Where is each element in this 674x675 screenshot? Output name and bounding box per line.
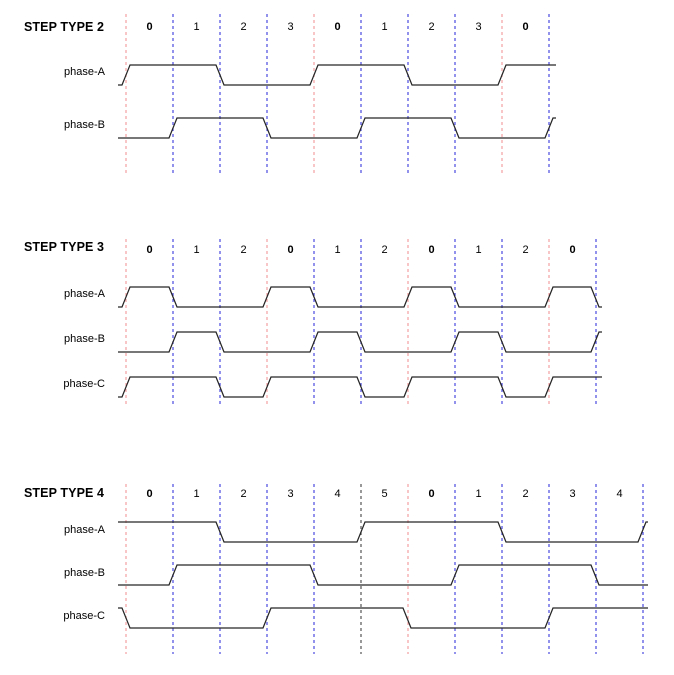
waveform-phase-B [118,117,556,139]
step-number-7: 3 [475,21,482,33]
signal-label-phase-A: phase-A [64,66,105,78]
step-number-3: 0 [287,244,294,256]
waveform-phase-A [118,521,648,543]
diagram-title: STEP TYPE 4 [24,486,105,500]
step-number-0: 0 [146,21,153,33]
step-number-1: 1 [193,21,200,33]
waveform-phase-A [118,286,602,308]
step-number-8: 2 [522,244,529,256]
step-number-2: 2 [240,21,247,33]
step-number-4: 4 [334,488,341,500]
waveform-canvas [118,239,602,404]
waveform-canvas [118,484,648,654]
diagram-step-type-2: STEP TYPE 2 0 1 2 3 0 1 2 3 0 phase-A phase-B [0,0,674,200]
signal-label-phase-C: phase-C [63,378,105,390]
step-number-6: 2 [428,21,435,33]
step-number-0: 0 [146,488,153,500]
signal-label-phase-A: phase-A [64,288,105,300]
step-number-5: 5 [381,488,388,500]
signal-label-phase-B: phase-B [64,567,105,579]
step-number-1: 1 [193,244,200,256]
step-number-8: 2 [522,488,529,500]
signal-label-phase-A: phase-A [64,524,105,536]
step-number-6: 0 [428,488,435,500]
signal-label-phase-C: phase-C [63,610,105,622]
step-number-10: 4 [616,488,623,500]
step-number-0: 0 [146,244,153,256]
step-number-4: 0 [334,21,341,33]
signal-label-phase-B: phase-B [64,119,105,131]
step-number-3: 3 [287,488,294,500]
waveform-canvas [118,14,556,175]
step-number-3: 3 [287,21,294,33]
step-number-7: 1 [475,244,482,256]
step-number-2: 2 [240,488,247,500]
step-number-2: 2 [240,244,247,256]
step-number-9: 0 [569,244,576,256]
diagram-title: STEP TYPE 3 [24,240,105,254]
waveform-phase-A [118,64,556,86]
step-number-5: 1 [381,21,388,33]
signal-label-phase-B: phase-B [64,333,105,345]
step-number-6: 0 [428,244,435,256]
diagram-title: STEP TYPE 2 [24,20,105,34]
waveform-phase-C [118,607,648,629]
step-number-9: 3 [569,488,576,500]
step-number-8: 0 [522,21,529,33]
step-number-4: 1 [334,244,341,256]
step-number-5: 2 [381,244,388,256]
step-number-7: 1 [475,488,482,500]
diagram-step-type-4: STEP TYPE 4 0 1 2 3 4 5 0 1 2 3 4 phase-A phase-B phas… [0,470,674,660]
diagram-step-type-3: STEP TYPE 3 0 1 2 0 1 2 0 1 2 0 phase-A phase-B phase… [0,225,674,415]
waveform-phase-C [118,376,602,398]
step-number-1: 1 [193,488,200,500]
waveform-phase-B [118,564,648,586]
waveform-phase-B [118,331,602,353]
